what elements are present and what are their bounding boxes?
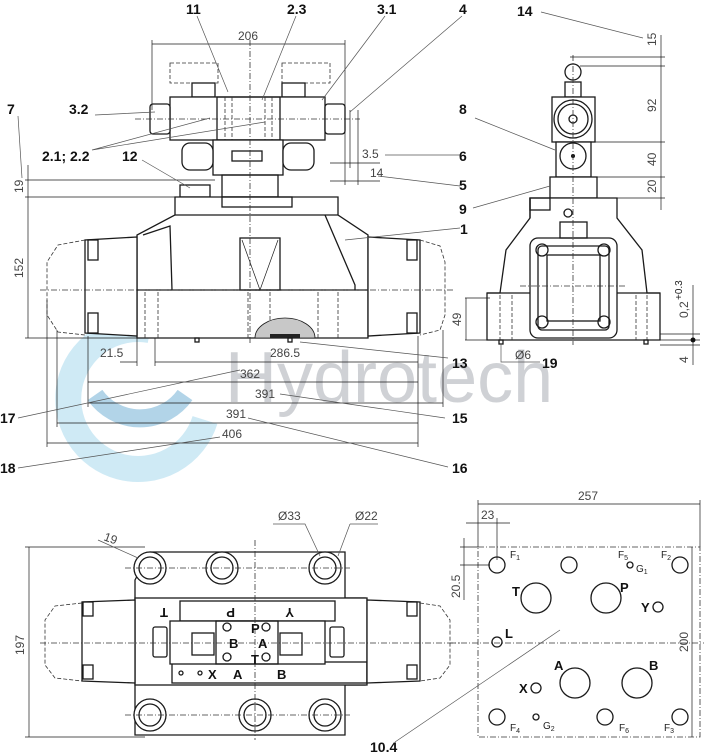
port-label-x: X <box>208 667 217 682</box>
dim-21-5: 21.5 <box>100 346 124 360</box>
dim-19: 19 <box>12 179 26 193</box>
hole-f2: F2 <box>661 550 671 562</box>
interface-view: T P Y L A B X F1 F5 G1 F2 F4 G2 F6 F3 <box>450 546 704 738</box>
callout-14: 14 <box>517 3 533 19</box>
callout-13: 13 <box>452 355 468 371</box>
plan-view: T P Y P B A T X A B <box>40 540 460 740</box>
pilot-label-p: P <box>251 621 260 636</box>
side-dimensions: 15 92 40 20 49 0,2 +0.3 4 Ø6 <box>450 32 700 365</box>
port-label-y-top: Y <box>285 605 294 620</box>
callout-3-2: 3.2 <box>69 101 89 117</box>
hole-f5: F5 <box>618 550 628 562</box>
dim-3-5: 3.5 <box>362 147 379 161</box>
dim-r19: 19 <box>102 530 120 548</box>
dim-362: 362 <box>240 367 260 381</box>
callout-9: 9 <box>459 201 467 217</box>
end-cap-right <box>367 236 421 337</box>
callout-15: 15 <box>452 410 468 426</box>
dim-20: 20 <box>645 179 659 193</box>
port-label-b: B <box>277 667 286 682</box>
dim-14: 14 <box>370 166 384 180</box>
port-label-t-top: T <box>160 605 168 620</box>
pilot-label-a: A <box>258 636 268 651</box>
hole-g1: G1 <box>636 564 648 576</box>
connector-plug-b <box>169 62 219 84</box>
dim-dia-33: Ø33 <box>278 509 301 523</box>
callout-19: 19 <box>542 355 558 371</box>
callout-16: 16 <box>452 460 468 476</box>
dim-406: 406 <box>222 427 242 441</box>
ports <box>491 582 664 699</box>
front-dimensions: 206 3.5 14 19 152 21.5 286.5 362 391 391… <box>12 29 444 447</box>
port-label-a: A <box>233 667 243 682</box>
callout-12: 12 <box>122 148 138 164</box>
hole-f6: F6 <box>619 723 629 735</box>
dim-4: 4 <box>677 356 691 363</box>
hole-f4: F4 <box>510 723 520 735</box>
dim-92: 92 <box>645 98 659 112</box>
dim-23: 23 <box>481 508 495 522</box>
dim-dia-6: Ø6 <box>515 348 531 362</box>
pilot-label-t: T <box>251 652 259 667</box>
dim-257: 257 <box>578 489 598 503</box>
callout-8: 8 <box>459 101 467 117</box>
port-a: A <box>554 658 564 673</box>
dim-40: 40 <box>645 152 659 166</box>
dim-391-upper: 391 <box>255 387 275 401</box>
bolt-holes <box>488 556 689 726</box>
dim-dia-22: Ø22 <box>355 509 378 523</box>
dim-49: 49 <box>450 312 464 326</box>
dim-197: 197 <box>13 635 27 655</box>
callout-5: 5 <box>459 177 467 193</box>
port-b: B <box>649 658 658 673</box>
callout-6: 6 <box>459 148 467 164</box>
dim-206: 206 <box>238 29 258 43</box>
callout-11: 11 <box>186 1 201 17</box>
callout-17: 17 <box>0 410 16 426</box>
dim-tolerance: +0.3 <box>674 280 685 300</box>
port-x: X <box>519 681 528 696</box>
callout-4: 4 <box>459 1 467 17</box>
main-valve-body <box>136 196 369 339</box>
port-t: T <box>512 584 520 599</box>
interface-dimensions: 257 23 20.5 200 <box>449 489 701 737</box>
port-p: P <box>620 580 629 595</box>
callouts: 11 2.3 3.1 4 14 7 3.2 8 2.1; 2.2 12 6 5 … <box>0 1 644 755</box>
callout-1: 1 <box>460 221 468 237</box>
dim-152: 152 <box>12 258 26 278</box>
dim-286-5: 286.5 <box>270 346 300 360</box>
o-ring-section <box>254 317 316 339</box>
dim-200: 200 <box>677 632 691 652</box>
callout-18: 18 <box>0 460 16 476</box>
mounting-surface-outline <box>477 546 701 738</box>
callout-7: 7 <box>7 101 15 117</box>
callout-10-4: 10.4 <box>370 739 397 755</box>
port-label-p-top: P <box>226 605 235 620</box>
callout-2-1-2-2: 2.1; 2.2 <box>42 148 90 164</box>
side-view <box>486 55 661 345</box>
callout-3-1: 3.1 <box>377 1 397 17</box>
pilot-label-b: B <box>229 636 238 651</box>
front-view <box>40 40 455 345</box>
side-body <box>486 197 661 341</box>
port-y: Y <box>641 600 650 615</box>
port-l: L <box>505 626 513 641</box>
hole-f3: F3 <box>664 723 674 735</box>
dim-20-5: 20.5 <box>449 574 463 598</box>
pilot-valve-body <box>169 96 326 141</box>
dim-15: 15 <box>645 32 659 46</box>
hole-g2: G2 <box>543 721 555 733</box>
hydrotech-logo: Hydrotech <box>55 316 553 482</box>
dim-0-2: 0,2 <box>677 301 691 318</box>
dim-391-lower: 391 <box>226 407 246 421</box>
connector-plug-a <box>281 62 331 84</box>
end-cap-left <box>84 236 138 337</box>
callout-2-3: 2.3 <box>287 1 307 17</box>
plan-dimensions: 197 19 Ø33 Ø22 <box>13 509 378 738</box>
hole-f1: F1 <box>510 550 520 562</box>
